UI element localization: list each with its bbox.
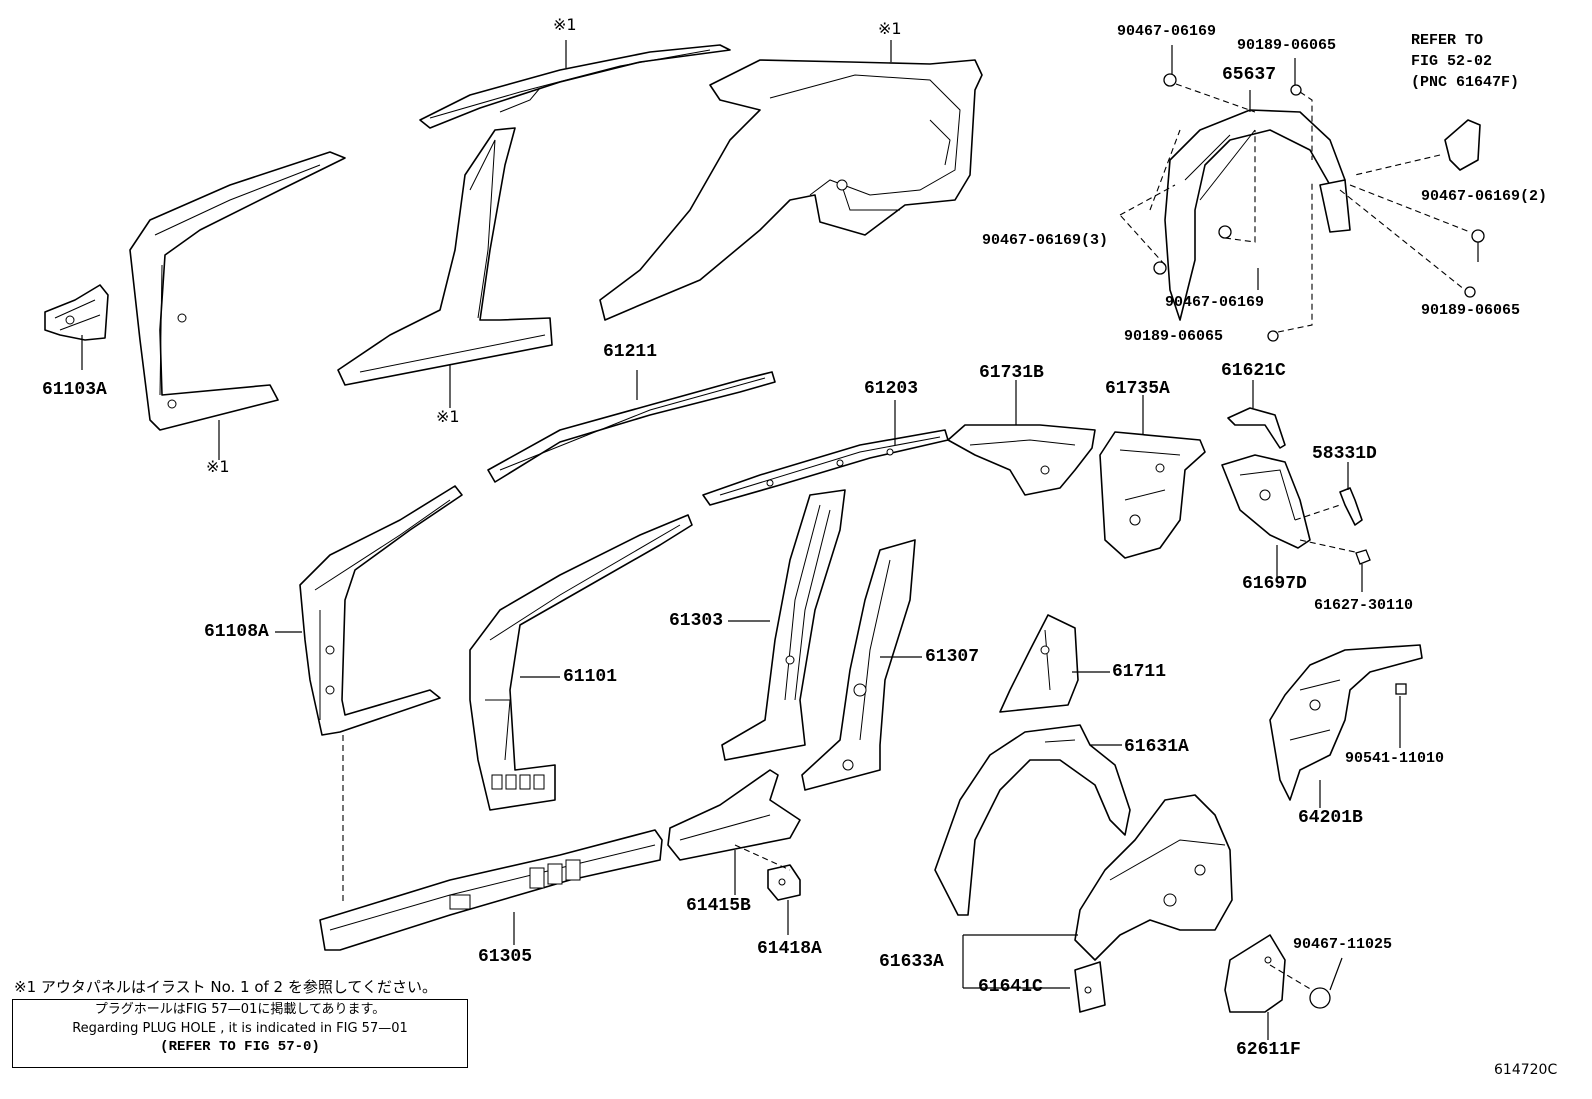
label-61415B: 61415B bbox=[686, 896, 751, 916]
label-61101: 61101 bbox=[563, 667, 618, 687]
label-64201B: 64201B bbox=[1298, 808, 1363, 828]
bracket-58331D bbox=[1339, 487, 1363, 526]
label-61103A: 61103A bbox=[42, 380, 107, 400]
note-line-refer: (REFER TO FIG 57-0) bbox=[160, 1039, 320, 1055]
front-pillar-inner-61101 bbox=[469, 514, 693, 811]
bracket-61641C bbox=[1074, 961, 1106, 1013]
wheel-house-outer-61631A bbox=[934, 724, 1131, 916]
label-mark-roof: ※1 bbox=[553, 15, 577, 34]
label-mark-center: ※1 bbox=[436, 407, 460, 426]
label-61303: 61303 bbox=[669, 611, 724, 631]
label-61711: 61711 bbox=[1112, 662, 1167, 682]
label-90541-11010: 90541-11010 bbox=[1345, 750, 1445, 767]
panel-61731B bbox=[947, 424, 1096, 496]
bracket-61647F bbox=[1444, 119, 1481, 171]
label-90467-11025: 90467-11025 bbox=[1293, 936, 1393, 953]
clips bbox=[1153, 73, 1485, 342]
label-refer-line3: (PNC 61647F) bbox=[1411, 74, 1520, 91]
label-61211: 61211 bbox=[603, 342, 658, 362]
label-61641C: 61641C bbox=[978, 977, 1043, 997]
label-90189-06065-right: 90189-06065 bbox=[1421, 302, 1521, 319]
label-61731B: 61731B bbox=[979, 363, 1044, 383]
label-61627-30110: 61627-30110 bbox=[1314, 597, 1414, 614]
rocker-inner-61305 bbox=[319, 829, 663, 951]
wheel-house-inner-61633A bbox=[1074, 794, 1233, 961]
center-pillar-61303 bbox=[721, 489, 846, 761]
quarter-panel-outer bbox=[599, 59, 983, 321]
panel-62611F bbox=[1224, 934, 1286, 1013]
label-90189-06065-top: 90189-06065 bbox=[1237, 37, 1337, 54]
label-61307: 61307 bbox=[925, 647, 980, 667]
bracket-61418A bbox=[767, 864, 801, 901]
label-61108A: 61108A bbox=[204, 622, 269, 642]
label-61631A: 61631A bbox=[1124, 737, 1189, 757]
label-61621C: 61621C bbox=[1221, 361, 1286, 381]
label-90189-06065-bottom: 90189-06065 bbox=[1124, 328, 1224, 345]
label-65637: 65637 bbox=[1222, 65, 1277, 85]
note-line-japanese: プラグホールはFIG 57—01に掲載してあります。 bbox=[94, 1002, 386, 1017]
liner-65637 bbox=[1164, 109, 1351, 321]
label-90467-06169-bottom: 90467-06169 bbox=[1165, 294, 1265, 311]
panel-64201B bbox=[1269, 644, 1423, 801]
label-61418A: 61418A bbox=[757, 939, 822, 959]
label-61697D: 61697D bbox=[1242, 574, 1307, 594]
bracket-61415B bbox=[667, 769, 801, 861]
roof-rail-61211 bbox=[487, 371, 776, 483]
body-side-outer-center bbox=[337, 127, 553, 386]
front-pillar-inner-61108A bbox=[299, 485, 463, 736]
front-pillar-outer bbox=[129, 151, 346, 431]
label-62611F: 62611F bbox=[1236, 1040, 1301, 1060]
dashed-lines bbox=[342, 83, 1471, 991]
panel-61735A bbox=[1099, 431, 1206, 559]
figure-code: 614720C bbox=[1494, 1062, 1558, 1078]
panel-61697D bbox=[1221, 454, 1311, 549]
label-58331D: 58331D bbox=[1312, 444, 1377, 464]
label-mark-front-pillar: ※1 bbox=[206, 457, 230, 476]
label-61633A: 61633A bbox=[879, 952, 944, 972]
leader-lines bbox=[81, 40, 1479, 1040]
label-refer-line2: FIG 52-02 bbox=[1411, 53, 1493, 70]
nut-90541 bbox=[1395, 683, 1407, 695]
label-90467-06169-top: 90467-06169 bbox=[1117, 23, 1217, 40]
label-61305: 61305 bbox=[478, 947, 533, 967]
roof-rail-61203 bbox=[702, 429, 949, 506]
roof-side-rail-outer bbox=[419, 44, 731, 129]
bracket-61621C bbox=[1227, 407, 1286, 449]
label-61203: 61203 bbox=[864, 379, 919, 399]
footnote-outer-panel: ※1 アウタパネルはイラスト No. 1 of 2 を参照してください。 bbox=[14, 978, 437, 996]
note-line-english: Regarding PLUG HOLE , it is indicated in… bbox=[72, 1021, 408, 1036]
label-61735A: 61735A bbox=[1105, 379, 1170, 399]
plug-90467-11025 bbox=[1309, 987, 1331, 1009]
label-90467-06169-2: 90467-06169(2) bbox=[1421, 188, 1548, 205]
center-pillar-inner-61307 bbox=[801, 539, 916, 791]
label-mark-quarter: ※1 bbox=[878, 19, 902, 38]
plug-hole-note-box: プラグホールはFIG 57—01に掲載してあります。 Regarding PLU… bbox=[12, 999, 468, 1068]
label-90467-06169-3: 90467-06169(3) bbox=[982, 232, 1109, 249]
bracket-61103A bbox=[44, 284, 109, 341]
panel-61711 bbox=[999, 614, 1079, 713]
label-refer-line1: REFER TO bbox=[1411, 32, 1484, 49]
clip-61627 bbox=[1355, 549, 1371, 565]
